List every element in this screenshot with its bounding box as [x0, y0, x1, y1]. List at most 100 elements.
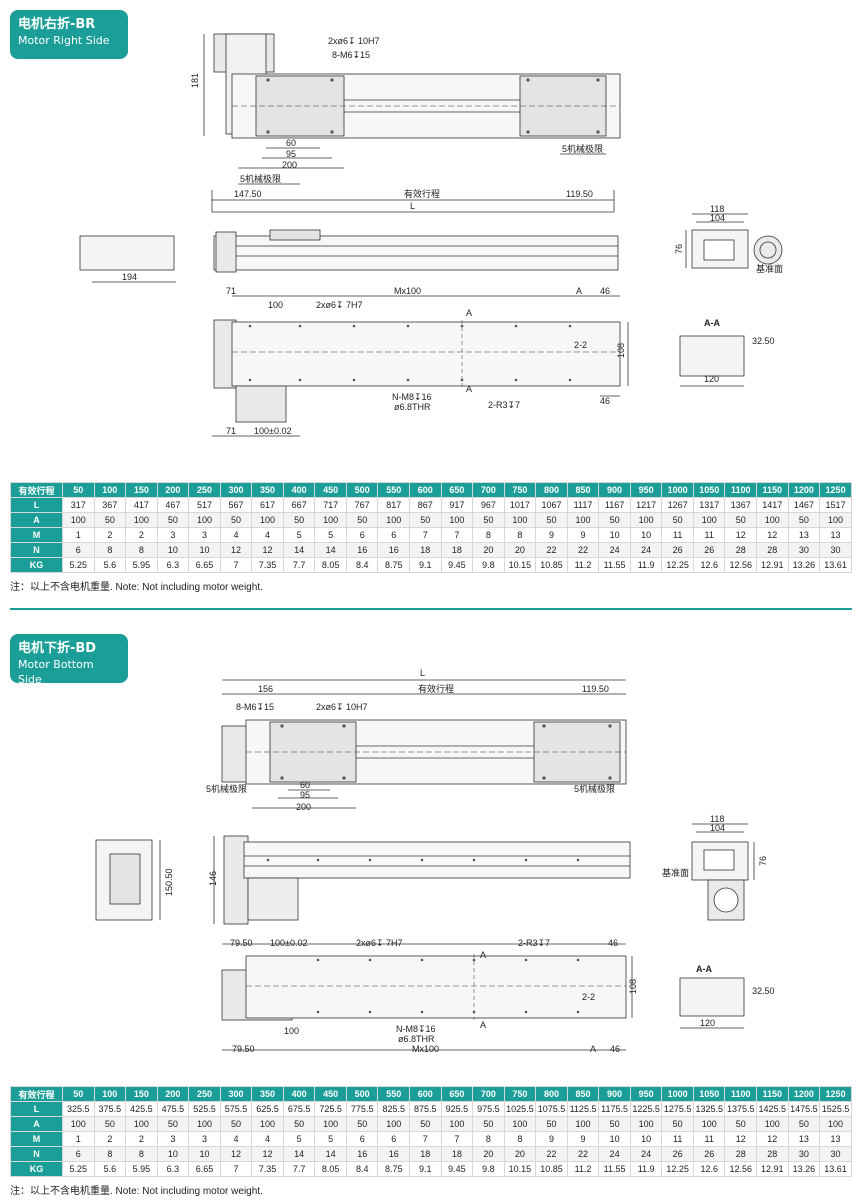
table-cell: 3: [156, 527, 190, 543]
row-label: A: [10, 512, 63, 528]
row-label: A: [10, 1116, 63, 1132]
row-label: L: [10, 497, 63, 513]
stroke-header: 550: [377, 482, 411, 498]
table-cell: 1175.5: [598, 1101, 631, 1117]
stroke-header: 450: [314, 482, 347, 498]
dim-46-top: 46: [608, 938, 618, 948]
stroke-header: 200: [156, 1086, 190, 1102]
dim-stroke: 有效行程: [404, 188, 440, 199]
table-cell: 26: [692, 1146, 726, 1162]
table-cell: 50: [93, 1116, 127, 1132]
table-cell: 28: [756, 1146, 789, 1162]
table-cell: 3: [156, 1131, 190, 1147]
table-cell: 1475.5: [787, 1101, 821, 1117]
stroke-header: 1250: [819, 482, 852, 498]
table-cell: 16: [377, 1146, 411, 1162]
table-cell: 22: [566, 1146, 600, 1162]
dim-m6: 8-M6↧15: [236, 702, 274, 712]
table-cell: 317: [62, 497, 95, 513]
table-cell: 1317: [692, 497, 726, 513]
table-cell: 1417: [756, 497, 789, 513]
row-label: L: [10, 1101, 63, 1117]
section-mark-a1: A: [480, 950, 486, 960]
table-cell: 100: [566, 512, 600, 528]
table-cell: 16: [345, 1146, 379, 1162]
table-cell: 6: [377, 527, 411, 543]
table-cell: 5.25: [62, 1161, 95, 1177]
table-cell: 4: [251, 527, 284, 543]
table-cell: 1125.5: [566, 1101, 600, 1117]
table-cell: 100: [503, 1116, 537, 1132]
table-cell: 12: [756, 527, 789, 543]
table-cell: 24: [598, 1146, 631, 1162]
stroke-header: 50: [62, 482, 95, 498]
dim-thr: ø6.8THR: [394, 402, 431, 412]
table-cell: 11: [661, 527, 694, 543]
dim-181: 181: [190, 73, 200, 88]
table-cell: 3: [188, 527, 221, 543]
dim-A: A: [590, 1044, 596, 1054]
dim-r3: 2-R3↧7: [488, 400, 520, 410]
table-cell: 825.5: [377, 1101, 411, 1117]
ref-surface: 基准面: [756, 263, 783, 274]
table-cell: 12: [251, 1146, 284, 1162]
table-cell: 50: [724, 1116, 758, 1132]
stroke-header: 1150: [756, 1086, 789, 1102]
header-label: 有效行程: [10, 1086, 63, 1102]
table-cell: 6.65: [188, 557, 221, 573]
stroke-header: 350: [251, 482, 284, 498]
dim-mx100: Mx100: [394, 286, 421, 296]
table-cell: 50: [724, 512, 758, 528]
table-cell: 11: [692, 527, 726, 543]
table-cell: 26: [661, 542, 694, 558]
stroke-header: 500: [345, 1086, 379, 1102]
dim-r3: 2-R3↧7: [518, 938, 550, 948]
table-cell: 100: [62, 512, 95, 528]
limit-right: 5机械极限: [574, 783, 615, 794]
table-cell: 6.3: [156, 557, 190, 573]
table-cell: 11.2: [566, 1161, 600, 1177]
dim-100: 100: [268, 300, 283, 310]
section-mark-a2: A: [466, 384, 472, 394]
table-cell: 1217: [629, 497, 663, 513]
table-cell: 100: [756, 1116, 789, 1132]
dim-mx100: Mx100: [412, 1044, 439, 1054]
table-cell: 11: [661, 1131, 694, 1147]
table-cell: 1025.5: [503, 1101, 537, 1117]
table-cell: 8.05: [314, 557, 347, 573]
stroke-header: 300: [219, 482, 253, 498]
table-cell: 417: [125, 497, 158, 513]
dim-120: 120: [700, 1018, 715, 1028]
stroke-header: 400: [282, 482, 316, 498]
dim-79-bottom: 79.50: [232, 1044, 255, 1054]
actuator-side-view: [213, 235, 619, 271]
table-cell: 11.9: [629, 1161, 663, 1177]
stroke-header: 100: [93, 1086, 127, 1102]
table-cell: 12.56: [724, 557, 758, 573]
table-cell: 26: [692, 542, 726, 558]
table-cell: 100: [629, 1116, 663, 1132]
dim-nm8: N-M8↧16: [392, 392, 432, 402]
table-cell: 8: [125, 1146, 158, 1162]
table-cell: 7: [440, 1131, 474, 1147]
table-cell: 100: [251, 512, 284, 528]
dim-L: L: [410, 201, 415, 211]
table-cell: 2: [93, 1131, 127, 1147]
table-cell: 8.75: [377, 1161, 411, 1177]
table-cell: 625.5: [251, 1101, 284, 1117]
table-cell: 14: [314, 1146, 347, 1162]
table-cell: 12: [219, 1146, 253, 1162]
stroke-header: 1100: [724, 482, 758, 498]
stroke-header: 1150: [756, 482, 789, 498]
table-cell: 100: [819, 512, 852, 528]
table-cell: 8.05: [314, 1161, 347, 1177]
table-cell: 50: [535, 1116, 568, 1132]
table-cell: 3: [188, 1131, 221, 1147]
table-cell: 617: [251, 497, 284, 513]
stroke-header: 250: [188, 1086, 221, 1102]
table-cell: 13: [819, 1131, 852, 1147]
table-cell: 725.5: [314, 1101, 347, 1117]
